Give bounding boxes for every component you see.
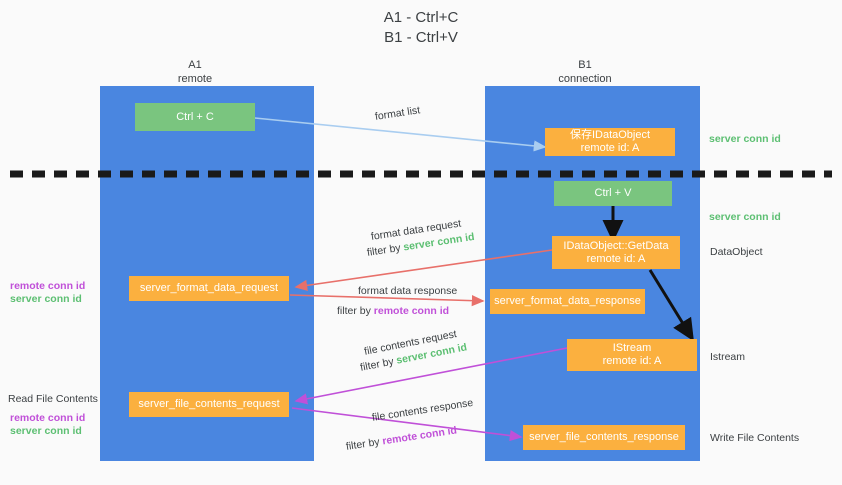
node-idataobject-getdata[interactable]: IDataObject::GetData remote id: A [552, 236, 680, 269]
diagram-title: A1 - Ctrl+C B1 - Ctrl+V [0, 8, 842, 48]
right-label-dataobject-text: DataObject [710, 246, 763, 258]
lane-header-a1: A1 remote [120, 58, 270, 86]
title-line-2: B1 - Ctrl+V [384, 29, 458, 46]
right-label-write-file-contents-text: Write File Contents [710, 432, 800, 444]
left-label-remote-conn-id-2: remote conn id [10, 411, 85, 425]
node-server-file-contents-response-label: server_file_contents_response [529, 431, 679, 443]
left-label-remote-conn-id-2-text: remote conn id [10, 412, 86, 424]
title-line-1: A1 - Ctrl+C [383, 9, 459, 26]
left-label-read-file-contents: Read File Contents [8, 392, 98, 406]
edge-label-format-data-response-text: format data response [358, 285, 458, 297]
left-label-read-file-contents-text: Read File Contents [8, 393, 98, 405]
node-server-format-data-response-label: server_format_data_response [494, 295, 641, 307]
node-server-file-contents-response[interactable]: server_file_contents_response [523, 425, 685, 450]
node-server-format-data-response[interactable]: server_format_data_response [490, 289, 645, 314]
right-label-server-conn-id-top: server conn id [709, 132, 781, 146]
left-label-remote-conn-id-1-text: remote conn id [10, 280, 86, 292]
left-label-server-conn-id-1: server conn id [10, 292, 82, 306]
edge-label-format-list-text: format list [374, 104, 421, 123]
node-istream-line2: remote id: A [602, 355, 662, 367]
node-server-file-contents-request[interactable]: server_file_contents_request [129, 392, 289, 417]
node-istream-line1: IStream [612, 342, 652, 354]
right-label-server-conn-id-mid: server conn id [709, 210, 781, 224]
node-ctrl-v[interactable]: Ctrl + V [554, 181, 672, 206]
node-save-idataobject[interactable]: 保存IDataObject remote id: A [545, 128, 675, 156]
edge-label-file-contents-response: file contents response [371, 396, 474, 425]
node-idataobject-getdata-line2: remote id: A [586, 252, 646, 265]
node-idataobject-getdata-line1: IDataObject::GetData [563, 239, 669, 252]
filter-key-remote-conn-id: remote conn id [381, 424, 458, 448]
lane-a1-name: A1 [188, 59, 202, 71]
left-label-server-conn-id-1-text: server conn id [10, 293, 82, 305]
edge-label-format-data-response: format data response [358, 284, 457, 298]
filter-key-remote-conn-id: remote conn id [373, 305, 450, 317]
lane-header-b1: B1 connection [510, 58, 660, 86]
edge-label-file-contents-response-filter: filter by remote conn id [345, 423, 458, 453]
node-save-idataobject-line2: remote id: A [580, 142, 640, 154]
node-server-format-data-request[interactable]: server_format_data_request [129, 276, 289, 301]
lane-b1-sub: connection [558, 73, 612, 85]
node-ctrl-c-label: Ctrl + C [176, 110, 214, 123]
left-label-server-conn-id-2: server conn id [10, 424, 82, 438]
right-label-istream-text: Istream [710, 351, 746, 363]
lane-a1-sub: remote [177, 73, 213, 85]
right-label-server-conn-id-top-text: server conn id [709, 133, 781, 145]
right-label-server-conn-id-mid-text: server conn id [709, 211, 781, 223]
node-server-file-contents-request-label: server_file_contents_request [138, 398, 280, 410]
filter-prefix: filter by [366, 241, 405, 259]
right-label-dataobject: DataObject [710, 245, 763, 259]
node-ctrl-v-label: Ctrl + V [594, 187, 632, 199]
filter-prefix: filter by [337, 305, 374, 317]
edge-label-format-data-response-filter: filter by remote conn id [337, 304, 449, 318]
left-label-server-conn-id-2-text: server conn id [10, 425, 82, 437]
node-server-format-data-request-label: server_format_data_request [139, 282, 279, 294]
filter-prefix: filter by [345, 435, 384, 453]
edge-label-file-contents-response-text: file contents response [371, 396, 474, 424]
node-save-idataobject-line1: 保存IDataObject [569, 129, 651, 141]
lane-b1-name: B1 [578, 59, 592, 71]
left-label-remote-conn-id-1: remote conn id [10, 279, 85, 293]
right-label-istream: Istream [710, 350, 745, 364]
node-istream[interactable]: IStream remote id: A [567, 339, 697, 371]
edge-label-format-list: format list [374, 103, 421, 124]
right-label-write-file-contents: Write File Contents [710, 431, 799, 445]
node-ctrl-c[interactable]: Ctrl + C [135, 103, 255, 131]
